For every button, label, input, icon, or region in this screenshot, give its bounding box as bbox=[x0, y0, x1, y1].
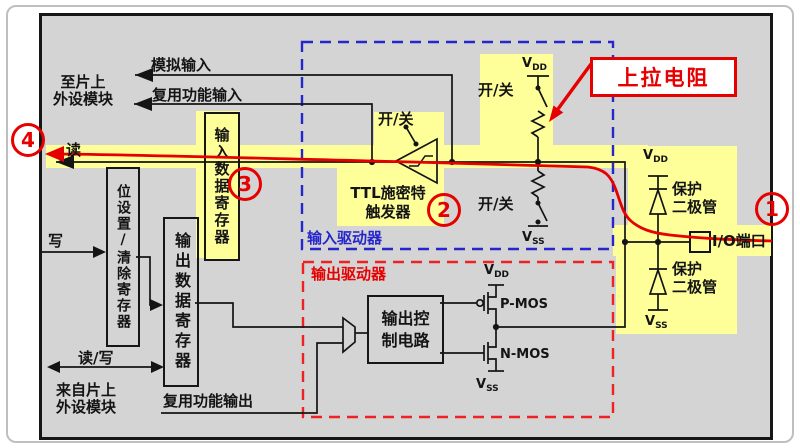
pulldown-resistor-icon bbox=[528, 162, 548, 227]
write-label: 写 bbox=[48, 232, 64, 250]
rw-left-arrowhead-icon bbox=[47, 361, 60, 373]
af-output-label: 复用功能输出 bbox=[163, 392, 254, 410]
read-write-label: 读/写 bbox=[78, 349, 114, 367]
marker-2-schmitt: 2 bbox=[427, 193, 461, 227]
pmos-label: P-MOS bbox=[500, 297, 549, 312]
to-peripheral-label: 至片上 外设模块 bbox=[52, 73, 113, 108]
protect-diode-bottom-label: 保护 二极管 bbox=[672, 260, 718, 296]
read-path-highlight-line bbox=[59, 152, 773, 243]
output-control-label-1: 输出控 bbox=[381, 308, 430, 328]
af-input-label: 复用功能输入 bbox=[152, 86, 243, 104]
highlight-protect-diode-top bbox=[628, 146, 737, 225]
analog-arrowhead-icon bbox=[135, 68, 153, 82]
read-label: 读 bbox=[66, 141, 82, 159]
schmitt-trigger-icon bbox=[394, 124, 438, 185]
protect-diode-top-label: 保护 二极管 bbox=[672, 180, 718, 216]
from-peripheral-label: 来自片上 外设模块 bbox=[55, 381, 116, 416]
marker-3-input-reg: 3 bbox=[228, 167, 262, 201]
schmitt-trigger-label: TTL施密特 触发器 bbox=[350, 184, 426, 221]
pullup-callout-box: 上拉电阻 bbox=[590, 57, 737, 97]
write-arrowhead-icon bbox=[93, 246, 106, 258]
marker-4-read-path: 4 bbox=[11, 123, 45, 157]
input-driver-label: 输入驱动器 bbox=[307, 229, 383, 247]
af-input-wire bbox=[134, 103, 373, 162]
io-pad-icon bbox=[689, 231, 711, 253]
vdd-pullup-label: VDD bbox=[522, 56, 548, 73]
nmos-transistor-icon bbox=[440, 327, 504, 372]
io-port-label: I/O端口 bbox=[712, 232, 766, 250]
output-data-register-box: 输出数据寄存器 bbox=[163, 217, 199, 387]
output-data-register-label: 输出数据寄存器 bbox=[172, 232, 191, 372]
highlight-schmitt-top bbox=[374, 112, 444, 145]
rw-right-arrowhead-icon bbox=[151, 361, 164, 373]
analog-input-wire bbox=[135, 74, 453, 162]
bit-set-clear-register-label: 位设置/清除寄存器 bbox=[115, 184, 131, 330]
vss-protect-label: VSS bbox=[645, 314, 668, 331]
onoff-schmitt-label: 开/关 bbox=[378, 110, 414, 128]
signal-wires bbox=[42, 74, 690, 414]
pullup-callout-arrowhead-icon bbox=[549, 105, 564, 122]
vss-pulldown-label: VSS bbox=[522, 230, 545, 247]
output-driver-dashed-box bbox=[301, 260, 615, 419]
output-control-box: 输出控 制电路 bbox=[367, 295, 444, 364]
analog-input-label: 模拟输入 bbox=[151, 56, 212, 74]
protection-diode-top-icon bbox=[648, 175, 668, 242]
pullup-resistor-icon bbox=[527, 75, 549, 162]
pullup-callout-arrow bbox=[556, 62, 593, 111]
af-output-wire bbox=[161, 342, 343, 414]
input-driver-dashed-box bbox=[300, 40, 615, 251]
vdd-pmos-label: VDD bbox=[484, 263, 510, 280]
slide-frame bbox=[6, 5, 794, 443]
highlight-pullup bbox=[480, 54, 553, 145]
output-control-label-2: 制电路 bbox=[381, 330, 430, 350]
mux-icon bbox=[342, 316, 356, 354]
af-input-arrowhead-icon bbox=[134, 97, 152, 111]
output-driver-label: 输出驱动器 bbox=[311, 265, 387, 283]
vdd-protect-label: VDD bbox=[643, 148, 669, 165]
vss-nmos-label: VSS bbox=[476, 377, 499, 394]
bitreg-to-outreg-wire bbox=[136, 256, 160, 306]
highlight-protect-diode-bottom bbox=[616, 256, 737, 334]
output-stage-wire bbox=[496, 244, 626, 328]
nmos-label: N-MOS bbox=[500, 347, 550, 362]
outreg-to-mux-wire bbox=[195, 302, 343, 328]
protection-diode-bottom-icon bbox=[648, 242, 668, 311]
pmos-transistor-icon bbox=[440, 284, 504, 327]
outreg-arrowhead-icon bbox=[150, 299, 163, 311]
read-arrowhead-icon bbox=[56, 155, 74, 169]
arrowheads bbox=[47, 68, 164, 373]
marker-1-io-pin: 1 bbox=[755, 192, 789, 226]
read-path-arrowhead-icon bbox=[45, 146, 64, 162]
onoff-pullup-label: 开/关 bbox=[478, 81, 514, 99]
onoff-pulldown-label: 开/关 bbox=[478, 195, 514, 213]
